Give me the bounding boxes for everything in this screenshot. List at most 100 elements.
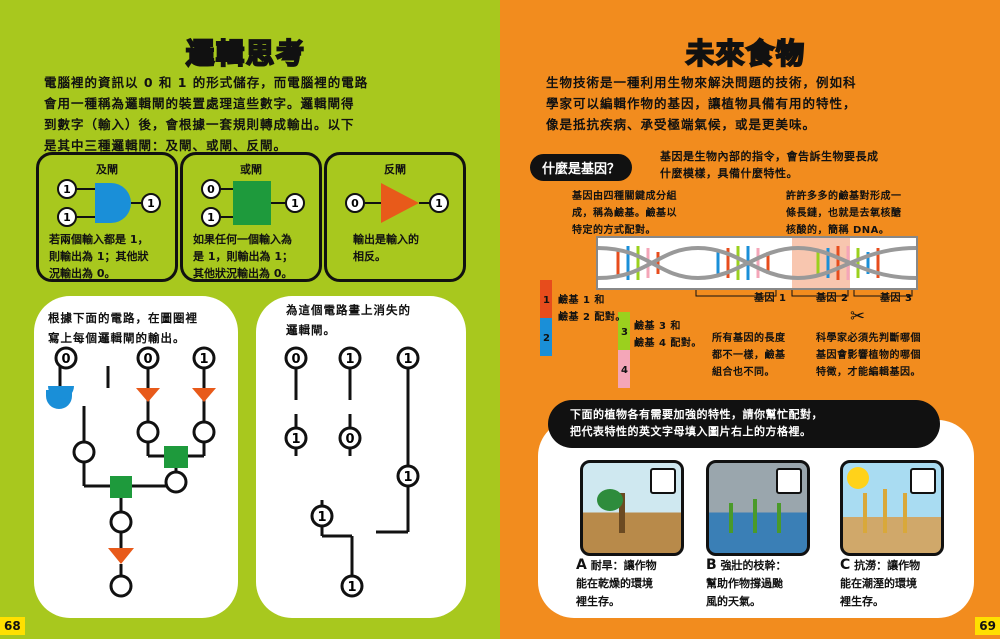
scissors-icon: ✂: [850, 306, 866, 327]
crop-stem: [753, 499, 757, 533]
circuit1-input-3: 1: [199, 352, 208, 367]
desc-line: 如果任何一個輸入為: [193, 233, 292, 246]
base-2-bar: [540, 318, 552, 356]
flood-card: [840, 460, 944, 556]
panel2-instructions: 為這個電路畫上消失的 邏輯閘。: [286, 300, 411, 340]
def-line: 什麼模樣，具備什麼特性。: [660, 167, 798, 180]
gene-label-1: 基因 1: [754, 293, 787, 304]
base-3-bar: [618, 312, 630, 350]
not-gate-desc: 輸出是輸入的 相反。: [353, 231, 455, 265]
desc-line: 相反。: [353, 250, 386, 263]
note-line: 許許多多的鹼基對形成一: [786, 191, 902, 202]
answer-box[interactable]: [910, 468, 936, 494]
base-4-bar: [618, 350, 630, 388]
trait-c: C 抗澇：讓作物 能在潮溼的環境 裡生存。: [840, 556, 920, 611]
crop-stem: [883, 489, 887, 533]
note-line: 鹼基 1 和: [558, 295, 605, 306]
instruction-line: 邏輯閘。: [286, 323, 336, 337]
trait-line: 幫助作物撐過颱: [706, 577, 783, 590]
circuit2-value: 1: [347, 580, 356, 595]
trait-a: A 耐旱：讓作物 能在乾燥的環境 裡生存。: [576, 556, 657, 611]
and-input-1: 1: [63, 183, 71, 196]
gate-title: 或閘: [240, 163, 262, 176]
drought-card: [580, 460, 684, 556]
trait-line: 能在潮溼的環境: [840, 577, 917, 590]
note-line: 所有基因的長度: [712, 333, 786, 344]
instruction-line: 把代表特性的英文字母填入圖片右上的方格裡。: [570, 425, 812, 438]
answer-box[interactable]: [650, 468, 676, 494]
gene-label-2: 基因 2: [816, 293, 849, 304]
trait-line: 強壯的枝幹：: [720, 559, 787, 572]
left-page: 邏輯思考 電腦裡的資訊以 0 和 1 的形式儲存，而電腦裡的電路 會用一種稱為邏…: [0, 0, 500, 639]
crop-stem: [729, 503, 733, 533]
pair-note-2: 鹼基 3 和 鹼基 4 配對。: [634, 318, 702, 352]
trait-b: B 強壯的枝幹： 幫助作物撐過颱 風的天氣。: [706, 556, 787, 611]
intro-line: 會用一種稱為邏輯閘的裝置處理這些數字。邏輯閘得: [44, 96, 355, 111]
not-gate-diagram: 0 1: [345, 183, 449, 223]
dna-strip: [596, 236, 918, 290]
tree-trunk: [619, 493, 625, 533]
right-page: 未來食物 生物技術是一種利用生物來解決問題的技術，例如科 學家可以編輯作物的基因…: [500, 0, 1000, 639]
left-page-title: 邏輯思考: [185, 36, 307, 71]
trait-line: 風的天氣。: [706, 595, 761, 608]
note-line: 基因由四種關鍵成分組: [572, 191, 677, 202]
def-line: 基因是生物內部的指令，會告訴生物要長成: [660, 150, 879, 163]
intro-line: 到數字（輸入）後，會根據一套規則轉成輸出。以下: [44, 117, 355, 132]
note-line: 都不一樣，鹼基: [712, 350, 786, 361]
trait-line: 裡生存。: [840, 595, 884, 608]
base-1-bar: [540, 280, 552, 318]
crop-stem: [777, 503, 781, 533]
not-output: 1: [435, 197, 443, 210]
pair-note-1: 鹼基 1 和 鹼基 2 配對。: [558, 292, 626, 326]
instruction-line: 根據下面的電路，在圖圈裡: [48, 311, 198, 325]
storm-card: [706, 460, 810, 556]
circuit2-value: 1: [403, 352, 412, 367]
and-output: 1: [147, 197, 155, 210]
or-input-2: 1: [207, 211, 215, 224]
intro-line: 像是抵抗疾病、承受極端氣候，或是更美味。: [546, 117, 817, 132]
intro-line: 學家可以編輯作物的基因，讓植物具備有用的特性，: [546, 96, 857, 111]
base-note: 基因由四種關鍵成分組 成，稱為鹼基。鹼基以 特定的方式配對。: [572, 188, 677, 239]
or-gate-diagram: 0 1 1: [201, 179, 305, 227]
page-number-right: 69: [975, 617, 1000, 635]
or-gate-desc: 如果任何一個輸入為 是 1，則輸出為 1； 其他狀況輸出為 0。: [193, 231, 311, 282]
base-1-number: 1: [543, 295, 551, 306]
dna-note: 許許多多的鹼基對形成一 條長鏈，也就是去氧核醣 核酸的，簡稱 DNA。: [786, 188, 902, 239]
trait-letter: C: [840, 557, 851, 573]
gene-label-3: 基因 3: [880, 293, 913, 304]
trait-line: 耐旱：讓作物: [590, 559, 657, 572]
instruction-line: 為這個電路畫上消失的: [286, 303, 411, 317]
circuit2-value: 1: [345, 352, 354, 367]
gene-brackets: [695, 290, 913, 297]
circuit1-input-1: 0: [61, 352, 70, 367]
desc-line: 則輸出為 1；其他狀: [49, 250, 149, 263]
desc-line: 輸出是輸入的: [353, 233, 419, 246]
note-line: 條長鏈，也就是去氧核醣: [786, 208, 902, 219]
or-output: 1: [291, 197, 299, 210]
base-2-number: 2: [543, 333, 551, 344]
note-line: 特徵，才能編輯基因。: [816, 367, 921, 378]
length-note: 所有基因的長度 都不一樣，鹼基 組合也不同。: [712, 330, 786, 381]
desc-line: 其他狀況輸出為 0。: [193, 267, 293, 280]
circuit2-value: 1: [317, 510, 326, 525]
activity-bubble: 下面的植物各有需要加強的特性，請你幫忙配對， 把代表特性的英文字母填入圖片右上的…: [548, 400, 940, 448]
and-gate-diagram: 1 1 1: [57, 179, 161, 227]
note-line: 基因會影響植物的哪個: [816, 350, 921, 361]
or-input-1: 0: [207, 183, 215, 196]
trait-letter: A: [576, 557, 587, 573]
intro-line: 生物技術是一種利用生物來解決問題的技術，例如科: [546, 75, 857, 90]
circuit1-input-2: 0: [143, 352, 152, 367]
dna-helix: [598, 245, 916, 281]
circuit-diagram-1: 0 0 1: [46, 346, 216, 598]
note-line: 鹼基 3 和: [634, 321, 681, 332]
intro-line: 電腦裡的資訊以 0 和 1 的形式儲存，而電腦裡的電路: [44, 75, 369, 90]
base-3-number: 3: [621, 327, 629, 338]
gate-title: 反閘: [384, 163, 406, 176]
note-line: 核酸的，簡稱 DNA。: [786, 225, 890, 236]
note-line: 科學家必須先判斷哪個: [816, 333, 921, 344]
instruction-line: 下面的植物各有需要加強的特性，請你幫忙配對，: [570, 408, 823, 421]
circuit-panel-2: 為這個電路畫上消失的 邏輯閘。: [256, 296, 466, 618]
left-intro: 電腦裡的資訊以 0 和 1 的形式儲存，而電腦裡的電路 會用一種稱為邏輯閘的裝置…: [44, 72, 368, 156]
and-gate-box: 及閘 1 1 1 若兩個輸入都是 1， 則輸出為 1；其他狀 況輸出為 0。: [36, 152, 178, 282]
answer-box[interactable]: [776, 468, 802, 494]
